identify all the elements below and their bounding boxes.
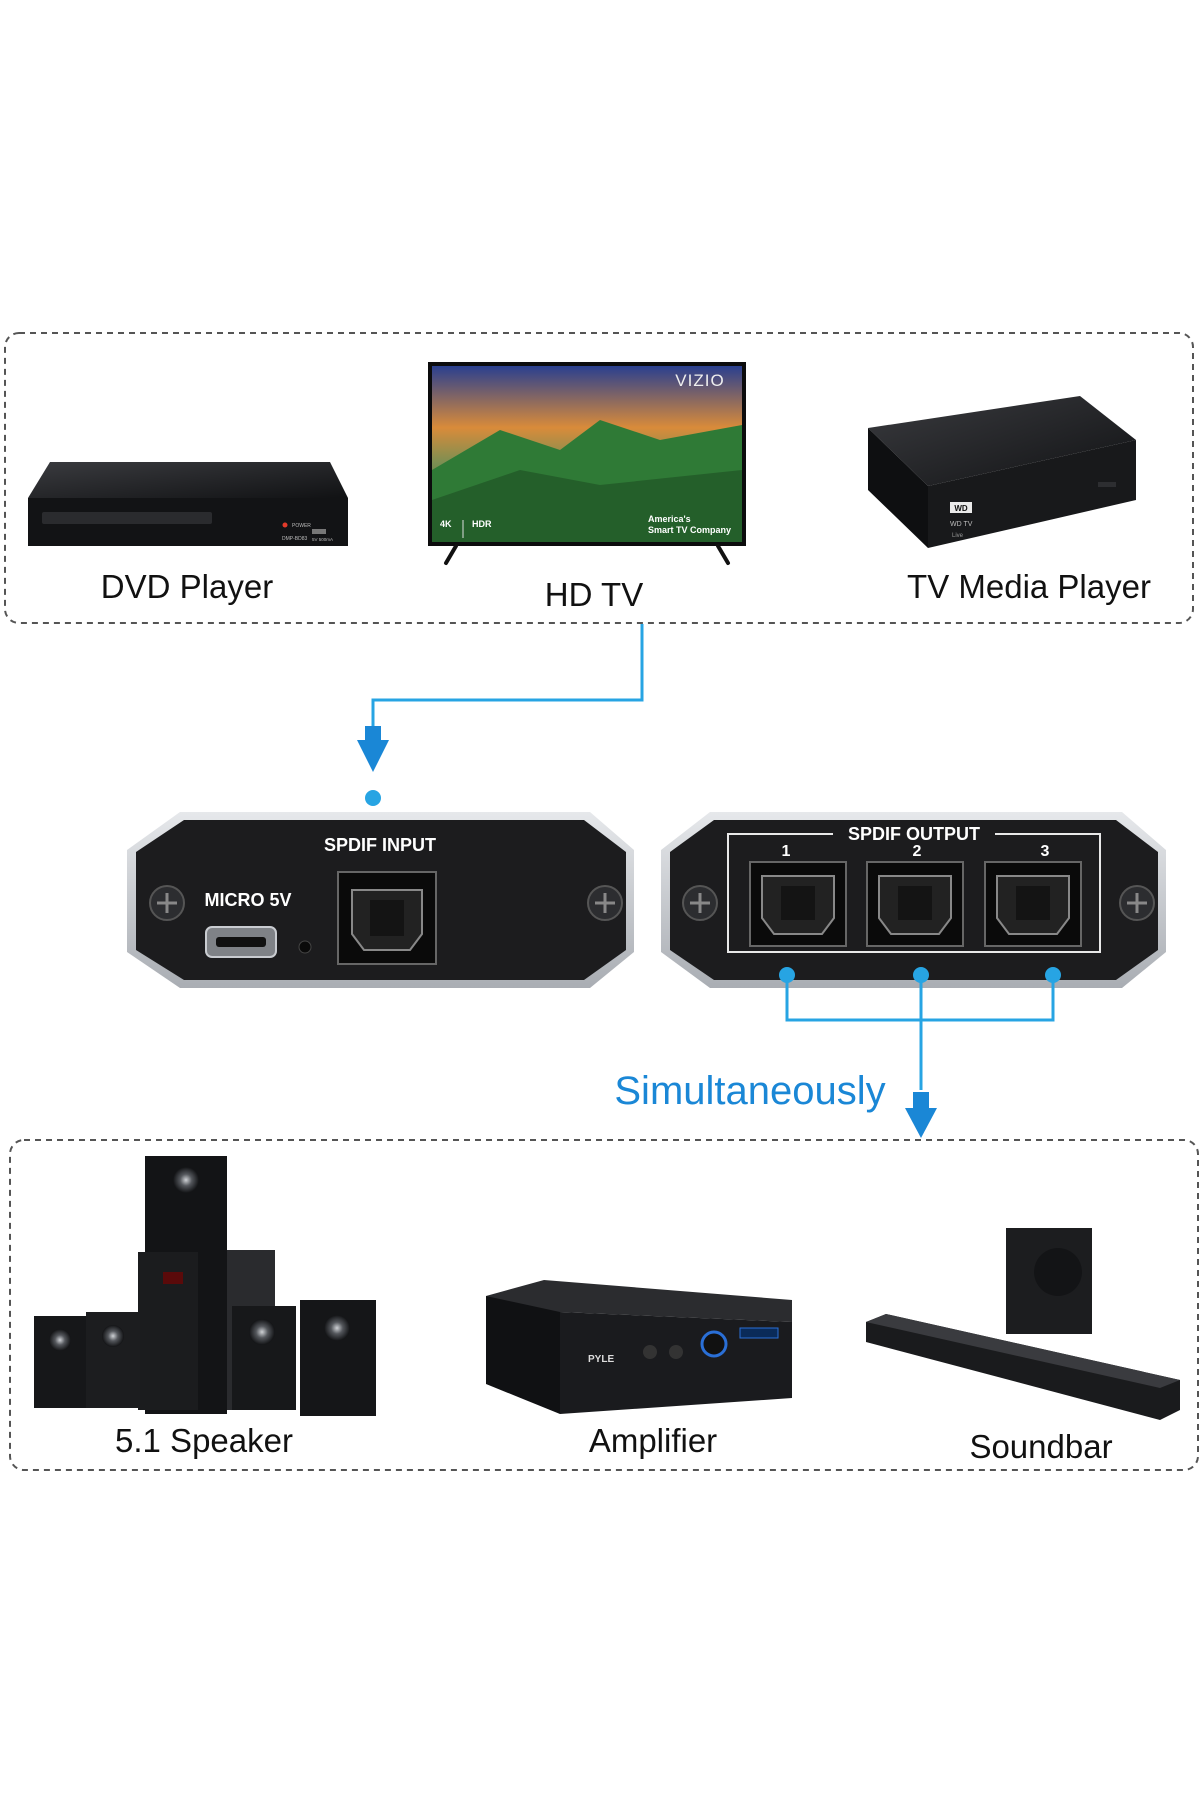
- tv-media-player-device: WD WD TV Live: [868, 396, 1136, 548]
- input-connector-line: [371, 624, 644, 742]
- splitter-input-panel: [127, 812, 634, 988]
- output-connection-dot-2: [913, 967, 929, 983]
- spdif-output-port-2: [866, 861, 964, 947]
- amplifier-label: Amplifier: [589, 1422, 717, 1459]
- output-port-number-1: 1: [782, 843, 791, 860]
- power-led: [298, 940, 312, 954]
- spdif-output-port-1: [749, 861, 847, 947]
- output-connection-dot-1: [779, 967, 795, 983]
- output-port-number-3: 3: [1041, 843, 1050, 860]
- speaker-label: 5.1 Speaker: [115, 1422, 293, 1459]
- tv-badge-hdr: HDR: [472, 519, 492, 529]
- amplifier-device: PYLE: [486, 1280, 792, 1414]
- output-port-number-2: 2: [913, 843, 922, 860]
- soundbar-label: Soundbar: [969, 1428, 1112, 1465]
- tv-brand-logo: VIZIO: [675, 371, 724, 390]
- output-arrow-icon: [905, 1108, 937, 1138]
- media-player-model-sub: Live: [952, 533, 964, 539]
- spdif-input-label: SPDIF INPUT: [324, 835, 436, 855]
- output-devices-frame: [9, 1139, 1199, 1471]
- output-connection-dot-3: [1045, 967, 1061, 983]
- dvd-player-device: POWER DMP-BD83 5V 500mA: [28, 462, 348, 546]
- spdif-output-port-3: [984, 861, 1082, 947]
- hd-tv-label: HD TV: [545, 576, 643, 613]
- media-player-brand: WD: [954, 504, 968, 513]
- soundbar-device: [866, 1228, 1180, 1420]
- spdif-output-label: SPDIF OUTPUT: [848, 824, 980, 844]
- tv-badge-4k: 4K: [440, 519, 452, 529]
- amplifier-brand: PYLE: [588, 1354, 614, 1365]
- tv-media-player-label: TV Media Player: [907, 568, 1151, 605]
- dvd-panel-text-usb: 5V 500mA: [312, 537, 333, 542]
- simultaneously-caption: Simultaneously: [614, 1069, 885, 1113]
- splitter-output-panel: [661, 812, 1166, 988]
- source-devices-frame: [4, 332, 1194, 624]
- dvd-player-label: DVD Player: [101, 568, 273, 605]
- dvd-panel-text-model: DMP-BD83: [282, 536, 308, 542]
- output-connector-lines: [785, 975, 1055, 1090]
- tv-tagline-1: America's: [648, 514, 691, 524]
- hd-tv-device: VIZIO 4K HDR America's Smart TV Company: [428, 362, 746, 565]
- tv-tagline-2: Smart TV Company: [648, 525, 731, 535]
- dvd-panel-text-power: POWER: [292, 523, 311, 529]
- input-arrow-icon: [357, 740, 389, 772]
- micro-5v-label: MICRO 5V: [204, 890, 291, 910]
- surround-speaker-set: [34, 1156, 376, 1416]
- media-player-model: WD TV: [950, 521, 973, 528]
- input-connection-dot: [365, 790, 381, 806]
